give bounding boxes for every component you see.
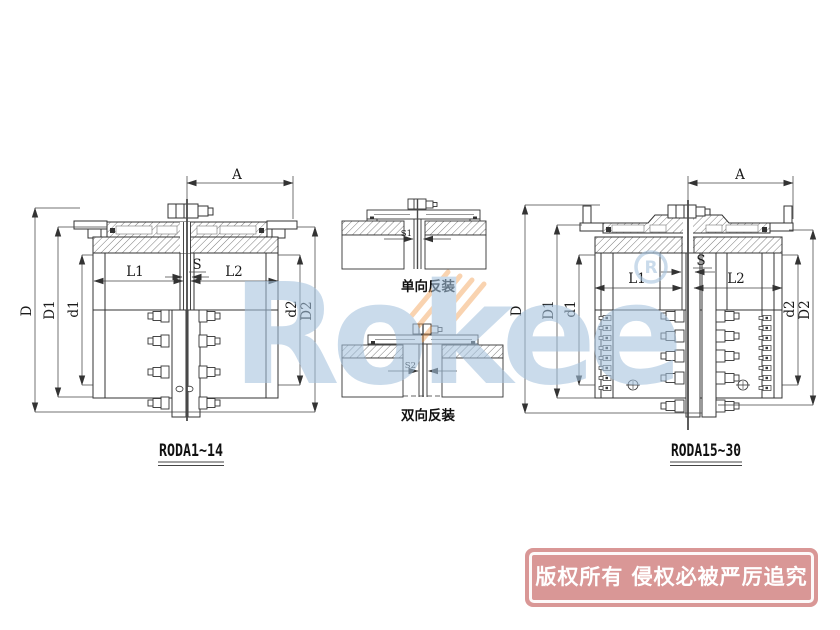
middle-bottom-diagram: S2 双向反装 [341,323,504,424]
left-dim-D2: D2 [299,301,315,320]
left-dim-d2: d2 [284,300,300,317]
watermark-brand-text: Rokee [232,254,677,417]
middle-top-diagram: S1 单向反装 [341,198,487,295]
watermark: Rokee R [232,250,685,417]
registered-trademark-letter: R [644,258,657,278]
right-dim-D1: D1 [541,300,557,319]
middle-bottom-caption: 双向反装 [401,407,455,424]
right-drawing-caption: RODA15~30 [671,441,741,461]
copyright-stamp-border: 版权所有 侵权必被严厉追究 [529,552,814,603]
left-dim-D: D [19,305,35,316]
middle-top-dim-S1: S1 [401,229,412,239]
right-dim-D2: D2 [797,300,813,319]
registered-trademark-icon: R [634,250,668,284]
left-dim-d1: d1 [66,300,82,317]
left-drawing-dimensions [31,176,319,413]
copyright-stamp: 版权所有 侵权必被严厉追究 [525,548,818,607]
left-drawing-caption: RODA1~14 [159,441,223,461]
left-dim-L1: L1 [126,264,144,280]
right-dim-d2: d2 [782,300,798,317]
left-dim-S: S [192,257,201,273]
right-dim-D: D [509,305,525,316]
left-dim-A: A [231,167,242,183]
right-dim-A: A [734,167,745,183]
right-dim-L1: L1 [628,271,646,287]
left-dim-D1: D1 [42,300,58,319]
middle-top-caption: 单向反装 [401,278,455,295]
right-dim-L2: L2 [727,271,745,287]
right-drawing: A D D1 d1 L1 S L2 d2 D2 RODA15~30 [509,167,817,466]
middle-bottom-dim-S2: S2 [405,361,416,371]
watermark-stripes-decoration [395,269,487,347]
copyright-stamp-text: 版权所有 侵权必被严厉追究 [535,565,808,589]
left-dim-L2: L2 [225,264,243,280]
right-dim-S: S [696,253,705,269]
right-dim-d1: d1 [563,300,579,317]
right-drawing-dimensions [521,176,817,414]
left-drawing: A D D1 d1 L1 S L2 d2 D2 RODA1~14 [19,167,319,466]
